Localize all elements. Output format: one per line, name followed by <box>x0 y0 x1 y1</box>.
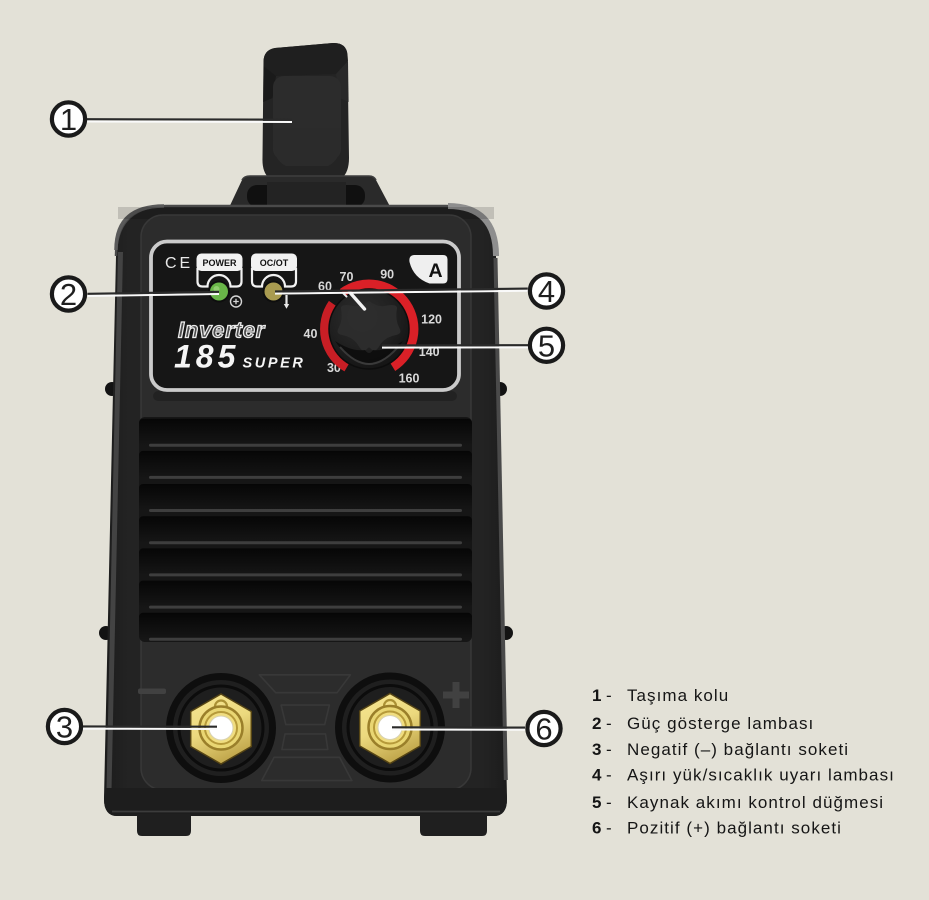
svg-text:SUPER: SUPER <box>243 355 306 371</box>
svg-text:4: 4 <box>538 274 555 309</box>
svg-text:-: - <box>606 714 612 733</box>
svg-text:-: - <box>606 793 612 812</box>
svg-text:3: 3 <box>56 710 73 745</box>
svg-text:POWER: POWER <box>202 258 237 268</box>
svg-text:2: 2 <box>60 277 77 312</box>
svg-text:-: - <box>606 686 612 705</box>
svg-text:185: 185 <box>174 339 239 375</box>
svg-text:2: 2 <box>592 714 601 733</box>
svg-text:70: 70 <box>340 270 354 284</box>
svg-text:3: 3 <box>592 740 601 759</box>
svg-text:40: 40 <box>304 327 318 341</box>
svg-text:-: - <box>606 819 612 838</box>
svg-text:Aşırı yük/sıcaklık uyarı lamba: Aşırı yük/sıcaklık uyarı lambası <box>627 766 895 785</box>
svg-text:CE: CE <box>165 255 193 272</box>
svg-text:160: 160 <box>399 372 420 386</box>
svg-text:120: 120 <box>421 313 442 327</box>
svg-text:OC/OT: OC/OT <box>260 258 289 268</box>
svg-text:A: A <box>428 260 442 282</box>
svg-text:Taşıma kolu: Taşıma kolu <box>627 686 729 705</box>
svg-text:-: - <box>606 766 612 785</box>
svg-text:Negatif (–) bağlantı soketi: Negatif (–) bağlantı soketi <box>627 740 849 759</box>
svg-text:1: 1 <box>592 686 601 705</box>
svg-text:1: 1 <box>60 102 77 137</box>
svg-text:5: 5 <box>538 329 555 364</box>
svg-text:6: 6 <box>535 712 552 747</box>
svg-text:Kaynak akımı kontrol düğmesi: Kaynak akımı kontrol düğmesi <box>627 793 884 812</box>
svg-text:Güç gösterge lambası: Güç gösterge lambası <box>627 714 814 733</box>
svg-text:-: - <box>606 740 612 759</box>
svg-text:Inverter: Inverter <box>178 318 266 343</box>
svg-text:Pozitif (+) bağlantı soketi: Pozitif (+) bağlantı soketi <box>627 819 842 838</box>
svg-text:5: 5 <box>592 793 601 812</box>
svg-text:90: 90 <box>380 267 394 281</box>
svg-text:4: 4 <box>592 766 602 785</box>
svg-text:6: 6 <box>592 819 601 838</box>
